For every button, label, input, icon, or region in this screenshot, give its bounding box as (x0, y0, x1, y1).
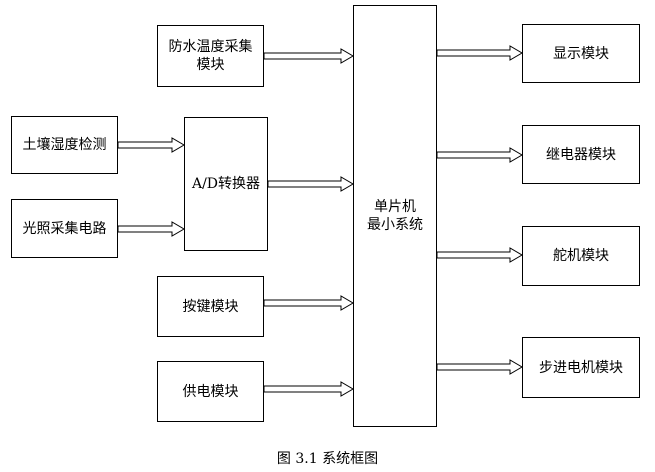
arrow-mcu-to-relay (436, 147, 523, 163)
stepper-motor-module: 步进电机模块 (522, 337, 640, 398)
mcu-minimum-system: 单片机 最小系统 (353, 5, 437, 427)
arrow-keypad-to-mcu (263, 295, 354, 311)
arrow-soil-to-ad (117, 137, 185, 153)
light-collect-module: 光照采集电路 (11, 199, 118, 258)
waterproof-temp-module: 防水温度采集 模块 (157, 25, 264, 87)
arrow-light-to-ad (117, 221, 185, 237)
arrow-ad-to-mcu (267, 176, 354, 192)
arrow-mcu-to-servo (436, 247, 523, 263)
relay-module: 继电器模块 (522, 125, 640, 184)
arrow-power-to-mcu (263, 381, 354, 397)
arrow-mcu-to-stepper (436, 359, 523, 375)
keypad-module: 按键模块 (157, 276, 264, 337)
ad-converter-module: A/D转换器 (184, 117, 268, 251)
arrow-waterproof-to-mcu (263, 48, 354, 64)
power-supply-module: 供电模块 (157, 361, 264, 422)
display-module: 显示模块 (522, 24, 640, 83)
arrow-mcu-to-display (436, 45, 523, 61)
servo-module: 舵机模块 (522, 226, 640, 286)
figure-caption: 图 3.1 系统框图 (276, 451, 379, 467)
